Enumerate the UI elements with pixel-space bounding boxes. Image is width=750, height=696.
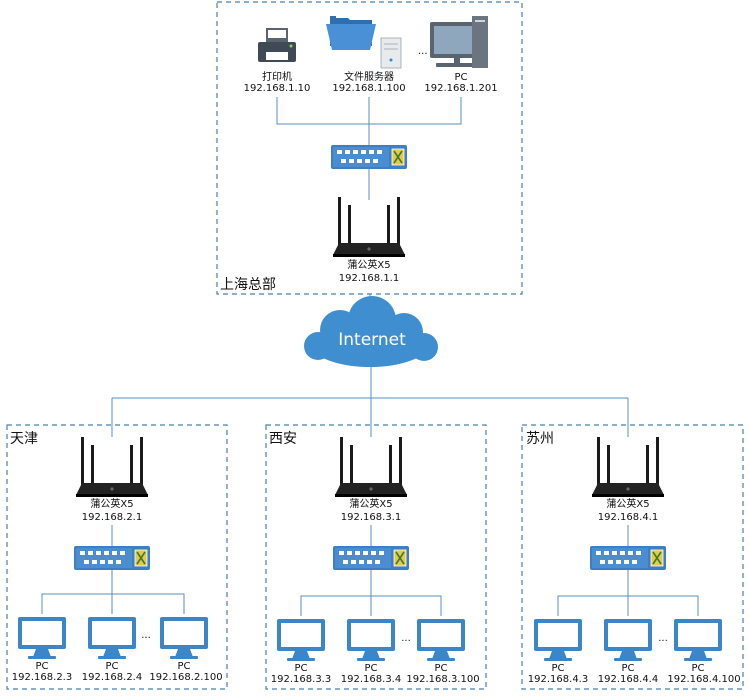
branch-1-pc-3-icon [160,617,208,659]
hq-switch-icon [330,144,408,170]
branch-3-pc-2-ip: 192.168.4.4 [598,674,658,685]
branch-2-pc-1-name: PC [294,663,307,674]
branch-3-router-ip: 192.168.4.1 [598,512,658,523]
branch-3-pc-1-name: PC [551,663,564,674]
branch-2-ellipsis: ... [401,633,411,644]
server-icon [380,37,402,69]
branch-3-switch-icon [589,545,667,571]
branch-2-pc-wires [300,570,442,616]
branch-3-pc-3-ip: 192.168.4.100 [667,674,740,685]
server-ip: 192.168.1.100 [332,83,405,94]
branch-2-pc-3-icon [417,619,465,661]
branch-1-router-icon [76,437,148,497]
branch-2-pc-3-name: PC [434,663,447,674]
printer-ip: 192.168.1.10 [244,83,311,94]
branch-1-pc-3-ip: 192.168.2.100 [149,672,222,683]
branch-2-switch-icon [332,545,410,571]
branch-3-pc-3-icon [674,619,722,661]
hq-ellipsis: ... [418,46,428,57]
branch-2-router-name: 蒲公英X5 [349,497,392,510]
branch-1-pc-2-name: PC [105,661,118,672]
branch-1-pc-1-name: PC [35,661,48,672]
branch-2-router-ip: 192.168.3.1 [341,512,401,523]
branch-3-label: 苏州 [526,431,554,447]
branch-1-pc-2-icon [88,617,136,659]
server-name: 文件服务器 [344,70,394,83]
branch-3-pc-3-name: PC [691,663,704,674]
branch-1-pc-1-icon [18,617,66,659]
branch-3-pc-wires [557,570,699,616]
branch-1-pc-2-ip: 192.168.2.4 [82,672,142,683]
branch-1-router-name: 蒲公英X5 [90,497,133,510]
branch-2-frame [265,424,487,690]
branch-1-ellipsis: ... [141,630,151,641]
branch-1-pc-1-ip: 192.168.2.3 [12,672,72,683]
branch-3-pc-2-name: PC [621,663,634,674]
branch-1-label: 天津 [10,431,38,447]
branch-2-pc-2-icon [347,619,395,661]
printer-icon [258,28,296,62]
hq-router-name: 蒲公英X5 [347,258,390,271]
branch-2-pc-1-ip: 192.168.3.3 [271,674,331,685]
hq-pc-name: PC [454,72,467,83]
branch-2-pc-2-ip: 192.168.3.4 [341,674,401,685]
branch-2-pc-1-icon [277,619,325,661]
branch-2-router-icon [335,437,407,497]
branch-1-switch-icon [73,545,151,571]
internet-cloud-icon [304,296,438,367]
branch-3-ellipsis: ... [658,633,668,644]
folder-icon [326,14,376,50]
branch-3-router-name: 蒲公英X5 [606,497,649,510]
branch-1-pc-wires [41,570,185,614]
hq-label: 上海总部 [220,277,276,293]
desktop-pc-icon [430,16,488,68]
branch-3-pc-1-icon [534,619,582,661]
branch-3-pc-2-icon [604,619,652,661]
branch-2-label: 西安 [269,431,297,447]
branch-1-frame [6,424,228,690]
branch-3-frame [521,424,744,690]
hq-router-ip: 192.168.1.1 [339,273,399,284]
branch-3-router-icon [592,437,664,497]
branch-2-pc-2-name: PC [364,663,377,674]
branch-3-pc-1-ip: 192.168.4.3 [528,674,588,685]
hq-router-icon [333,197,405,257]
branch-1-router-ip: 192.168.2.1 [82,512,142,523]
branch-2-pc-3-ip: 192.168.3.100 [406,674,479,685]
hq-pc-ip: 192.168.1.201 [424,83,497,94]
branch-1-pc-3-name: PC [177,661,190,672]
internet-label: Internet [338,330,406,350]
printer-name: 打印机 [262,70,292,83]
